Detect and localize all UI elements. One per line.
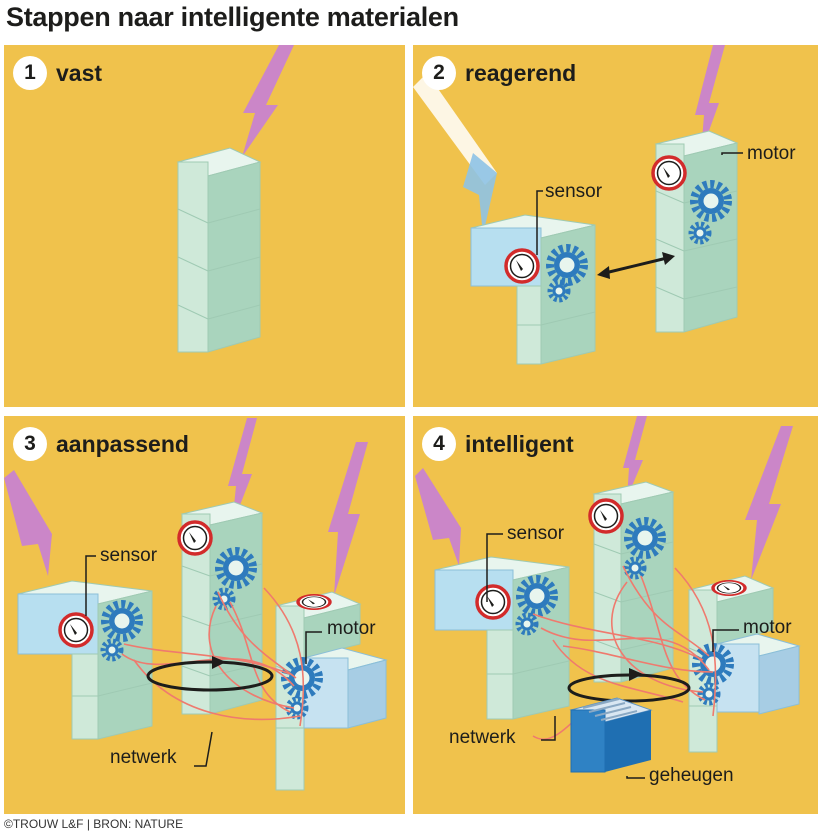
callout-lines <box>486 533 739 779</box>
motor-cube-assembly <box>274 591 388 791</box>
panel-step-3: 3 aanpassend sensor motor netwerk <box>4 416 405 814</box>
step-number-badge: 2 <box>422 56 456 90</box>
source-credit: ©TROUW L&F | BRON: NATURE <box>4 817 184 831</box>
lightning-icon <box>242 45 294 157</box>
callout-lines <box>536 152 743 255</box>
callout-lines <box>85 555 322 767</box>
lightning-icon <box>4 470 52 576</box>
sensor-cube-assembly <box>17 580 153 740</box>
step-label: reagerend <box>465 60 577 86</box>
light-beam <box>413 73 497 235</box>
step-label: intelligent <box>465 431 574 457</box>
panel-step-1: 1 vast <box>4 45 405 407</box>
step-label: vast <box>56 60 103 86</box>
page-title: Stappen naar intelligente materialen <box>6 2 459 32</box>
sensor-label: sensor <box>100 545 158 566</box>
network-label: netwerk <box>110 747 177 768</box>
panel-step-2: 2 reagerend sensor motor <box>413 45 818 407</box>
lightning-icon <box>695 45 725 153</box>
sensor-label: sensor <box>545 181 603 202</box>
cube-column <box>176 147 262 353</box>
network-label: netwerk <box>449 727 516 748</box>
loop-arrow-icon <box>146 656 274 692</box>
step-number-badge: 4 <box>422 427 456 461</box>
lightning-icon <box>745 426 793 580</box>
central-cube-column <box>177 501 264 715</box>
motor-cube-assembly <box>687 575 801 753</box>
memory-label: geheugen <box>649 765 734 786</box>
lightning-icon <box>228 418 257 526</box>
motor-label: motor <box>747 143 796 164</box>
motor-cube-column <box>651 130 739 333</box>
sensor-cube-assembly <box>470 214 596 365</box>
lightning-icon <box>328 442 368 596</box>
step-label: aanpassend <box>56 431 189 457</box>
sensor-cube-assembly <box>434 556 570 720</box>
panel-1-illustration <box>176 45 294 353</box>
step-number-badge: 1 <box>13 56 47 90</box>
memory-chip-icon <box>569 697 653 773</box>
double-arrow-icon <box>597 252 675 279</box>
panel-2-illustration <box>413 45 743 365</box>
lightning-icon <box>623 416 647 498</box>
motor-label: motor <box>327 618 376 639</box>
sensor-label: sensor <box>507 523 565 544</box>
panel-4-illustration <box>415 416 801 779</box>
panel-step-4: 4 intelligent sensor motor netwerk geheu… <box>413 416 818 814</box>
panel-3-illustration <box>4 418 388 791</box>
motor-label: motor <box>743 617 792 638</box>
step-number-badge: 3 <box>13 427 47 461</box>
loop-arrow-icon <box>567 668 691 703</box>
network-wires <box>532 565 717 741</box>
lightning-icon <box>415 468 461 566</box>
